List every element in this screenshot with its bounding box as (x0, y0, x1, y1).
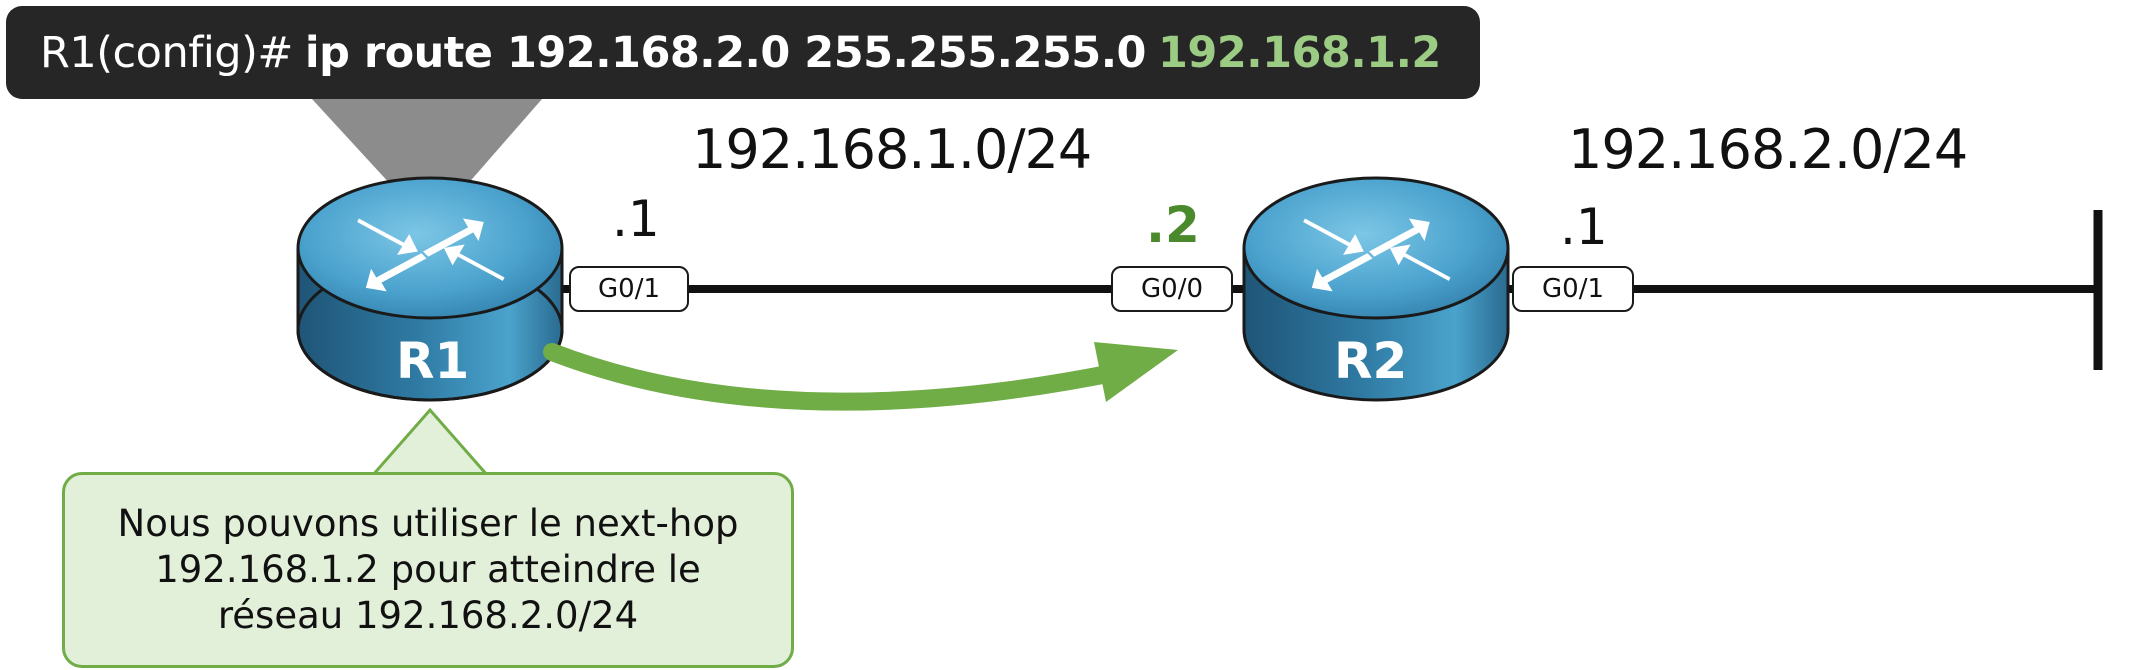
note-line-1: Nous pouvons utiliser le next-hop (117, 502, 739, 545)
next-hop-arrow-head (1094, 342, 1178, 402)
note-line-2: 192.168.1.2 pour atteindre le (155, 548, 701, 591)
note-text: Nous pouvons utiliser le next-hop 192.16… (118, 501, 739, 639)
r1-interface-label: G0/1 (569, 266, 689, 312)
next-hop-arrow (543, 343, 1127, 411)
note-pointer (368, 407, 492, 478)
r1-name: R1 (396, 332, 470, 390)
note-line-3: réseau 192.168.2.0/24 (217, 594, 639, 637)
r2-left-host-id: .2 (1146, 196, 1200, 254)
command-prompt: R1(config)# (40, 27, 293, 78)
right-subnet-label: 192.168.2.0/24 (1568, 118, 1968, 181)
r2-name: R2 (1334, 332, 1408, 390)
command-pointer (312, 99, 542, 186)
note-callout: Nous pouvons utiliser le next-hop 192.16… (62, 472, 794, 668)
router-r1[interactable] (296, 176, 564, 402)
r1-host-id: .1 (612, 190, 660, 248)
router-r2[interactable] (1242, 176, 1510, 402)
command-next-hop: 192.168.1.2 (1157, 27, 1441, 78)
r2-right-host-id: .1 (1560, 198, 1608, 256)
r2-right-interface-label: G0/1 (1512, 266, 1634, 312)
command-text: ip route 192.168.2.0 255.255.255.0 (304, 27, 1147, 78)
r2-left-interface-label: G0/0 (1111, 266, 1233, 312)
left-subnet-label: 192.168.1.0/24 (692, 118, 1092, 181)
command-box: R1(config)# ip route 192.168.2.0 255.255… (6, 6, 1480, 99)
